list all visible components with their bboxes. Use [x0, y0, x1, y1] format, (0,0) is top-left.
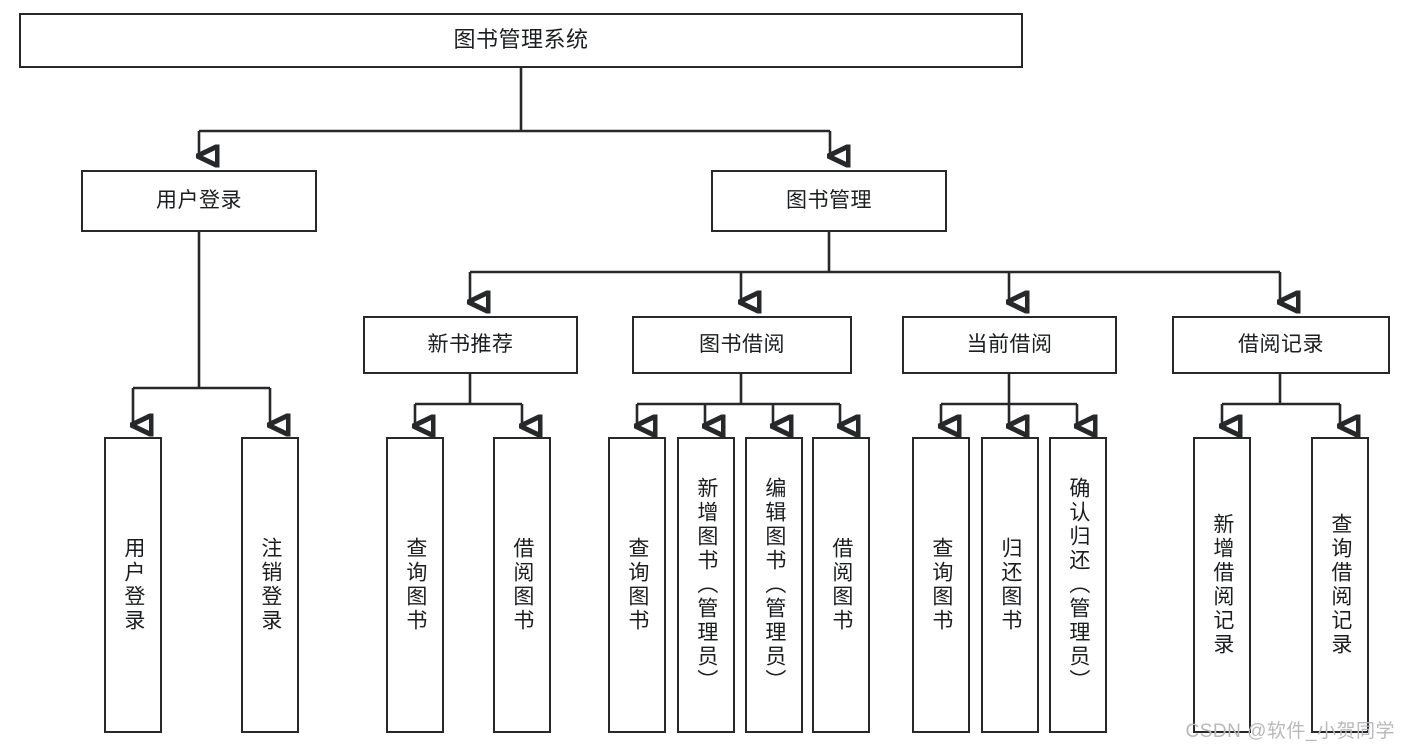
leaf-query-book-recommendation[interactable]: 查询图书 [386, 437, 444, 733]
node-label: 新增借阅记录 [1210, 513, 1234, 657]
leaf-add-borrow-record[interactable]: 新增借阅记录 [1193, 437, 1251, 733]
node-label: 借阅图书 [829, 537, 853, 633]
node-label: 查询图书 [929, 537, 953, 633]
leaf-logout[interactable]: 注销登录 [241, 437, 299, 733]
leaf-confirm-return-admin[interactable]: 确认归还（管理员） [1049, 437, 1107, 733]
node-label: 新增图书（管理员） [694, 477, 718, 693]
leaf-return-book[interactable]: 归还图书 [981, 437, 1039, 733]
node-current-borrow[interactable]: 当前借阅 [902, 316, 1117, 374]
node-user-login[interactable]: 用户登录 [81, 170, 317, 232]
leaf-query-book-borrow[interactable]: 查询图书 [608, 437, 666, 733]
leaf-query-book-current[interactable]: 查询图书 [912, 437, 970, 733]
node-label: 图书管理系统 [453, 27, 589, 53]
node-label: 编辑图书（管理员） [762, 477, 786, 693]
leaf-add-book-admin[interactable]: 新增图书（管理员） [677, 437, 735, 733]
leaf-borrow-book-recommendation[interactable]: 借阅图书 [493, 437, 551, 733]
node-label: 图书管理 [786, 189, 872, 213]
node-label: 查询图书 [625, 537, 649, 633]
node-label: 查询图书 [403, 537, 427, 633]
node-root[interactable]: 图书管理系统 [19, 13, 1023, 68]
node-label: 注销登录 [258, 537, 282, 633]
node-label: 查询借阅记录 [1328, 513, 1352, 657]
node-label: 用户登录 [156, 189, 242, 213]
leaf-borrow-book-borrow[interactable]: 借阅图书 [812, 437, 870, 733]
node-book-borrow[interactable]: 图书借阅 [632, 316, 852, 374]
node-label: 借阅图书 [510, 537, 534, 633]
node-label: 归还图书 [998, 537, 1022, 633]
leaf-edit-book-admin[interactable]: 编辑图书（管理员） [745, 437, 803, 733]
node-label: 确认归还（管理员） [1066, 477, 1090, 693]
node-label: 图书借阅 [699, 333, 785, 357]
node-label: 当前借阅 [966, 333, 1053, 357]
leaf-query-borrow-record[interactable]: 查询借阅记录 [1311, 437, 1369, 733]
node-label: 借阅记录 [1238, 333, 1324, 357]
node-label: 新书推荐 [427, 333, 514, 357]
leaf-user-login[interactable]: 用户登录 [104, 437, 162, 733]
node-book-manage[interactable]: 图书管理 [711, 170, 947, 232]
node-borrow-record[interactable]: 借阅记录 [1172, 316, 1390, 374]
watermark-text: CSDN @软件_小贺同学 [1185, 721, 1395, 742]
node-label: 用户登录 [121, 537, 145, 633]
node-new-book-recommendation[interactable]: 新书推荐 [363, 316, 578, 374]
